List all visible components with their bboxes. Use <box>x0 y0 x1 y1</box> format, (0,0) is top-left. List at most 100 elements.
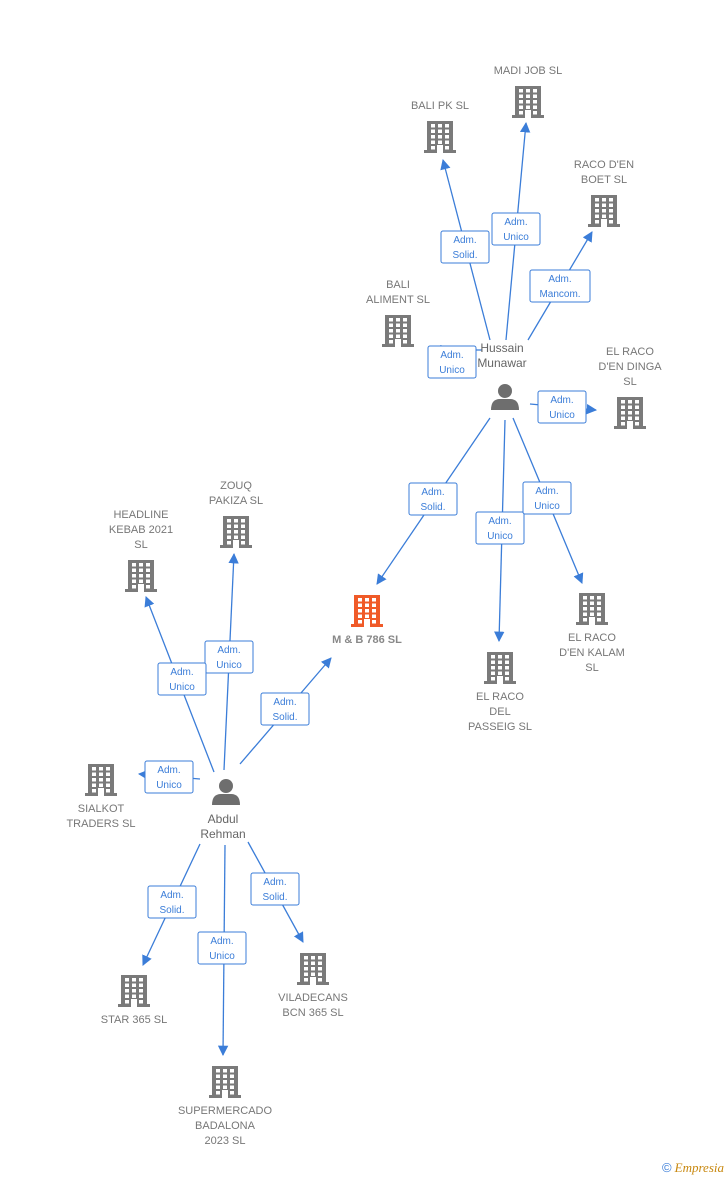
edge-label-abdul-to-headline[interactable]: Adm. Unico <box>157 662 207 696</box>
edge-label-text: Adm. <box>421 487 444 498</box>
edge-label-text: Solid. <box>272 712 297 723</box>
company-name: ALIMENT SL <box>366 294 430 306</box>
building-icon <box>351 595 383 627</box>
edge-label-box <box>537 390 587 424</box>
edge-label-text: Adm. <box>504 217 527 228</box>
edge-label-text: Adm. <box>157 765 180 776</box>
edge-label-box <box>427 345 477 379</box>
company-node-balipk[interactable]: BALI PK SL <box>411 100 469 153</box>
edge-label-box <box>147 885 197 919</box>
company-name: EL RACO <box>476 691 524 703</box>
company-name: BADALONA <box>195 1120 256 1132</box>
edge-label-text: Adm. <box>453 235 476 246</box>
edge-label-box <box>157 662 207 696</box>
person-name: Abdul <box>208 812 239 826</box>
company-name: DEL <box>489 706 510 718</box>
edge-label-hussain-to-kalam[interactable]: Adm.Unico <box>522 481 572 515</box>
company-node-kalam[interactable]: EL RACO D'EN KALAM SL <box>559 593 625 674</box>
nodes-layer: MADI JOB SL BALI PK SL RACO D'EN BOET SL BAL… <box>66 65 662 1147</box>
edge-label-text: Solid. <box>452 250 477 261</box>
edge-label-box <box>491 212 541 246</box>
building-icon <box>484 652 516 684</box>
company-node-mb[interactable]: M & B 786 SL <box>332 595 402 646</box>
company-name: PAKIZA SL <box>209 495 263 507</box>
company-name: D'EN KALAM <box>559 647 625 659</box>
building-icon <box>512 86 544 118</box>
edge-labels-layer: Adm.Solid.Adm.UnicoAdm.Mancom.Adm.UnicoA… <box>144 212 591 965</box>
edge-label-hussain-to-balipk[interactable]: Adm. Solid. <box>440 230 490 264</box>
person-icon <box>491 384 519 410</box>
company-name: SL <box>585 662 598 674</box>
building-icon <box>85 764 117 796</box>
building-icon <box>125 560 157 592</box>
company-name: KEBAB 2021 <box>109 524 173 536</box>
company-node-star[interactable]: STAR 365 SL <box>101 975 167 1026</box>
edge-label-hussain-to-racoboet[interactable]: Adm. Mancom. <box>529 269 591 303</box>
company-name: VILADECANS <box>278 992 348 1004</box>
company-name: EL RACO <box>606 346 654 358</box>
edges-layer <box>137 121 598 1057</box>
building-icon <box>588 195 620 227</box>
edge-label-hussain-to-bali_aliment[interactable]: Adm.Unico <box>427 345 477 379</box>
edge-label-text: Adm. <box>550 395 573 406</box>
company-node-racoboet[interactable]: RACO D'EN BOET SL <box>574 159 634 227</box>
building-icon <box>209 1066 241 1098</box>
edge-label-text: Adm. <box>488 516 511 527</box>
edge-label-abdul-to-super[interactable]: Adm.Unico <box>197 931 247 965</box>
edge-label-box <box>529 269 591 303</box>
company-name: BCN 365 SL <box>282 1007 343 1019</box>
edge-label-text: Unico <box>209 951 235 962</box>
edge-label-hussain-to-madi[interactable]: Adm.Unico <box>491 212 541 246</box>
edge-label-box <box>260 692 310 726</box>
building-icon <box>220 516 252 548</box>
company-name: BALI PK SL <box>411 100 469 112</box>
edge-label-box <box>408 482 458 516</box>
company-name: EL RACO <box>568 632 616 644</box>
company-node-madi[interactable]: MADI JOB SL <box>494 65 562 118</box>
company-name: STAR 365 SL <box>101 1014 167 1026</box>
building-icon <box>118 975 150 1007</box>
edge-label-text: Adm. <box>548 274 571 285</box>
edge-label-hussain-to-dinga[interactable]: Adm.Unico <box>537 390 587 424</box>
company-name: RACO D'EN <box>574 159 634 171</box>
edge-label-box <box>144 760 194 794</box>
edge-label-text: Unico <box>534 501 560 512</box>
edge-label-box <box>250 872 300 906</box>
edge-label-abdul-to-star[interactable]: Adm.Solid. <box>147 885 197 919</box>
building-icon <box>297 953 329 985</box>
edge-label-abdul-to-mb[interactable]: Adm. Solid. <box>260 692 310 726</box>
company-name: SL <box>134 539 147 551</box>
edge-label-hussain-to-passeig[interactable]: Adm. Unico <box>475 511 525 545</box>
edge-label-text: Adm. <box>263 877 286 888</box>
person-name: Munawar <box>477 356 526 370</box>
edge-label-abdul-to-zouq[interactable]: Adm.Unico <box>204 640 254 674</box>
edge-label-abdul-to-vila[interactable]: Adm.Solid. <box>250 872 300 906</box>
company-node-vila[interactable]: VILADECANS BCN 365 SL <box>278 953 348 1019</box>
person-name: Rehman <box>200 827 245 841</box>
edge-label-abdul-to-sialkot[interactable]: Adm.Unico <box>144 760 194 794</box>
company-name: SUPERMERCADO <box>178 1105 273 1117</box>
company-name: SIALKOT <box>78 803 125 815</box>
edge-label-text: Mancom. <box>539 289 580 300</box>
edge-label-box <box>197 931 247 965</box>
company-name: BOET SL <box>581 174 627 186</box>
person-icon <box>212 779 240 805</box>
edge-label-text: Unico <box>169 682 195 693</box>
edge-label-box <box>204 640 254 674</box>
edge-label-text: Adm. <box>170 667 193 678</box>
company-name: MADI JOB SL <box>494 65 562 77</box>
edge-label-text: Unico <box>487 531 513 542</box>
edge-label-text: Adm. <box>273 697 296 708</box>
edge-label-text: Solid. <box>420 502 445 513</box>
edge-label-hussain-to-mb[interactable]: Adm. Solid. <box>408 482 458 516</box>
